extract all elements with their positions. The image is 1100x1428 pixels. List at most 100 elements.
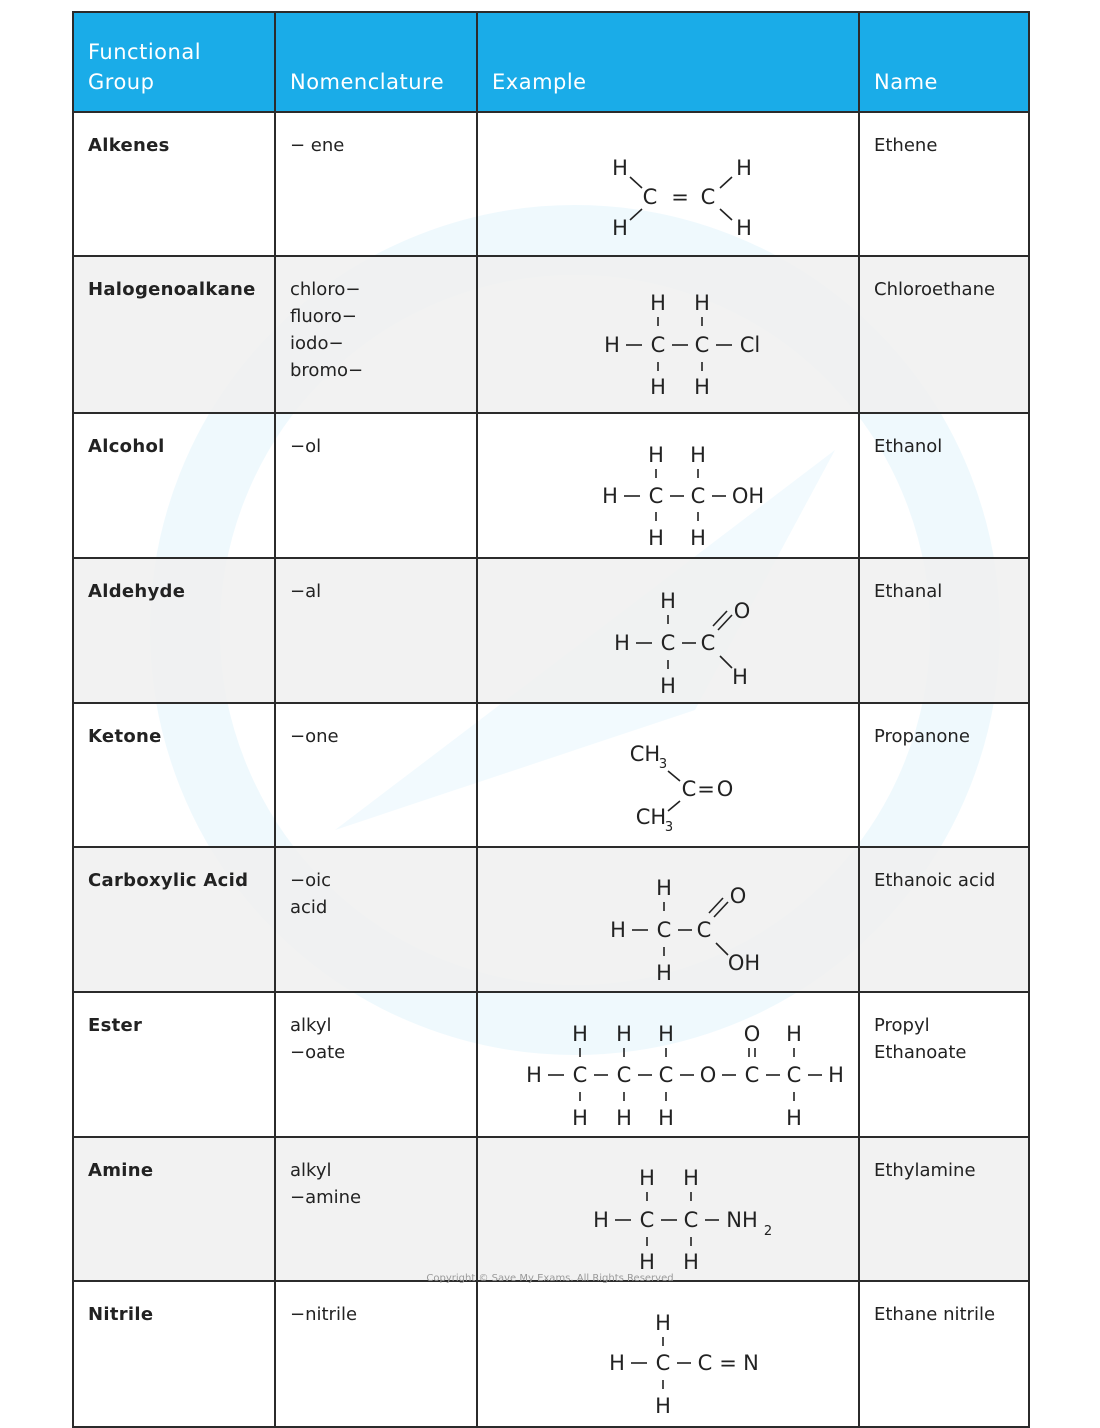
table-row: Ketone −one CH 3 C = O CH 3 Propanone (72, 702, 1030, 848)
svg-text:C: C (651, 333, 666, 357)
svg-text:H: H (694, 375, 710, 399)
group-cell: Carboxylic Acid (72, 846, 276, 993)
name-line: Ethanal (874, 581, 943, 602)
name-cell: Ethane nitrile (858, 1280, 1030, 1428)
table-row: Nitrile −nitrile H H C C = N H (72, 1280, 1030, 1428)
svg-text:H: H (660, 674, 676, 698)
example-cell: H H H O H H C C C (476, 991, 860, 1138)
svg-text:H: H (786, 1106, 802, 1130)
group-cell: Ester (72, 991, 276, 1138)
example-cell: H H C C O H H (476, 557, 860, 704)
svg-text:H: H (616, 1106, 632, 1130)
nomenclature-cell: −ol (274, 412, 478, 559)
svg-text:H: H (604, 333, 620, 357)
svg-text:H: H (656, 961, 672, 985)
table-row: Halogenoalkane chloro− fluoro− iodo− bro… (72, 255, 1030, 414)
svg-text:H: H (732, 665, 748, 689)
svg-text:H: H (828, 1063, 844, 1087)
svg-text:H: H (639, 1166, 655, 1190)
svg-text:H: H (614, 631, 630, 655)
svg-text:H: H (656, 876, 672, 900)
nomenclature-line: −oic (290, 870, 331, 891)
ethane-nitrile-structure: H H C C = N H (609, 1311, 759, 1418)
svg-text:H: H (683, 1250, 699, 1274)
svg-text:C: C (649, 484, 664, 508)
svg-text:O: O (744, 1022, 761, 1046)
svg-text:OH: OH (732, 484, 764, 508)
chloroethane-structure: H H H C C Cl H H (604, 291, 761, 399)
ethanal-structure: H H C C O H H (614, 589, 751, 698)
svg-text:CH: CH (630, 742, 660, 766)
header-nomenclature: Nomenclature (274, 11, 478, 113)
group-cell: Amine (72, 1136, 276, 1282)
svg-text:C: C (573, 1063, 588, 1087)
name-line: Ethanoate (874, 1042, 967, 1063)
svg-text:O: O (730, 884, 747, 908)
svg-text:H: H (609, 1351, 625, 1375)
svg-text:H: H (658, 1022, 674, 1046)
name-line: Chloroethane (874, 279, 996, 300)
svg-text:H: H (639, 1250, 655, 1274)
svg-text:C: C (682, 777, 697, 801)
svg-text:=: = (697, 777, 715, 801)
svg-text:H: H (593, 1208, 609, 1232)
nomenclature-line: −ol (290, 436, 322, 457)
nomenclature-line: bromo− (290, 360, 364, 381)
svg-text:C: C (640, 1208, 655, 1232)
example-cell: H H C C = N H (476, 1280, 860, 1428)
svg-text:H: H (612, 156, 628, 180)
svg-text:H: H (690, 526, 706, 550)
ethene-structure: H H C = C H H (612, 156, 752, 240)
nomenclature-line: alkyl (290, 1160, 332, 1181)
name-cell: Ethanal (858, 557, 1030, 704)
svg-text:O: O (700, 1063, 717, 1087)
nomenclature-cell: −one (274, 702, 478, 848)
svg-text:OH: OH (728, 951, 760, 975)
svg-text:NH: NH (726, 1208, 758, 1232)
example-cell: H H C = C H H (476, 111, 860, 257)
header-row: Functional Group Nomenclature Example Na… (72, 11, 1030, 113)
svg-text:H: H (526, 1063, 542, 1087)
svg-text:H: H (736, 156, 752, 180)
svg-text:H: H (648, 443, 664, 467)
svg-text:C: C (617, 1063, 632, 1087)
svg-text:H: H (610, 918, 626, 942)
svg-text:3: 3 (665, 820, 673, 835)
name-line: Propyl (874, 1015, 930, 1036)
svg-text:=: = (671, 185, 689, 209)
svg-text:C: C (643, 185, 658, 209)
example-cell: H H H C C Cl H H (476, 255, 860, 414)
group-cell: Nitrile (72, 1280, 276, 1428)
group-cell: Aldehyde (72, 557, 276, 704)
nomenclature-cell: chloro− fluoro− iodo− bromo− (274, 255, 478, 414)
group-cell: Ketone (72, 702, 276, 848)
svg-text:H: H (650, 291, 666, 315)
name-cell: Chloroethane (858, 255, 1030, 414)
svg-text:Cl: Cl (740, 333, 761, 357)
header-example: Example (476, 11, 860, 113)
nomenclature-cell: alkyl −oate (274, 991, 478, 1138)
nomenclature-line: −oate (290, 1042, 346, 1063)
svg-text:H: H (683, 1166, 699, 1190)
svg-text:H: H (572, 1106, 588, 1130)
example-cell: H H H C C NH 2 H H (476, 1136, 860, 1282)
table-row: Aldehyde −al H H C C O H (72, 557, 1030, 704)
svg-text:C: C (698, 1351, 713, 1375)
svg-text:H: H (690, 443, 706, 467)
svg-text:C: C (659, 1063, 674, 1087)
name-line: Ethanoic acid (874, 870, 996, 891)
nomenclature-cell: −al (274, 557, 478, 704)
svg-text:2: 2 (764, 1224, 772, 1239)
name-cell: Propanone (858, 702, 1030, 848)
svg-text:O: O (734, 599, 751, 623)
table-row: Alcohol −ol H H H C C OH (72, 412, 1030, 559)
ethylamine-structure: H H H C C NH 2 H H (593, 1166, 772, 1274)
svg-text:C: C (695, 333, 710, 357)
svg-text:H: H (660, 589, 676, 613)
svg-text:N: N (743, 1351, 759, 1375)
nomenclature-line: alkyl (290, 1015, 332, 1036)
name-line: Propanone (874, 726, 970, 747)
nomenclature-cell: alkyl −amine (274, 1136, 478, 1282)
functional-groups-table: Functional Group Nomenclature Example Na… (72, 11, 1030, 1428)
group-cell: Halogenoalkane (72, 255, 276, 414)
